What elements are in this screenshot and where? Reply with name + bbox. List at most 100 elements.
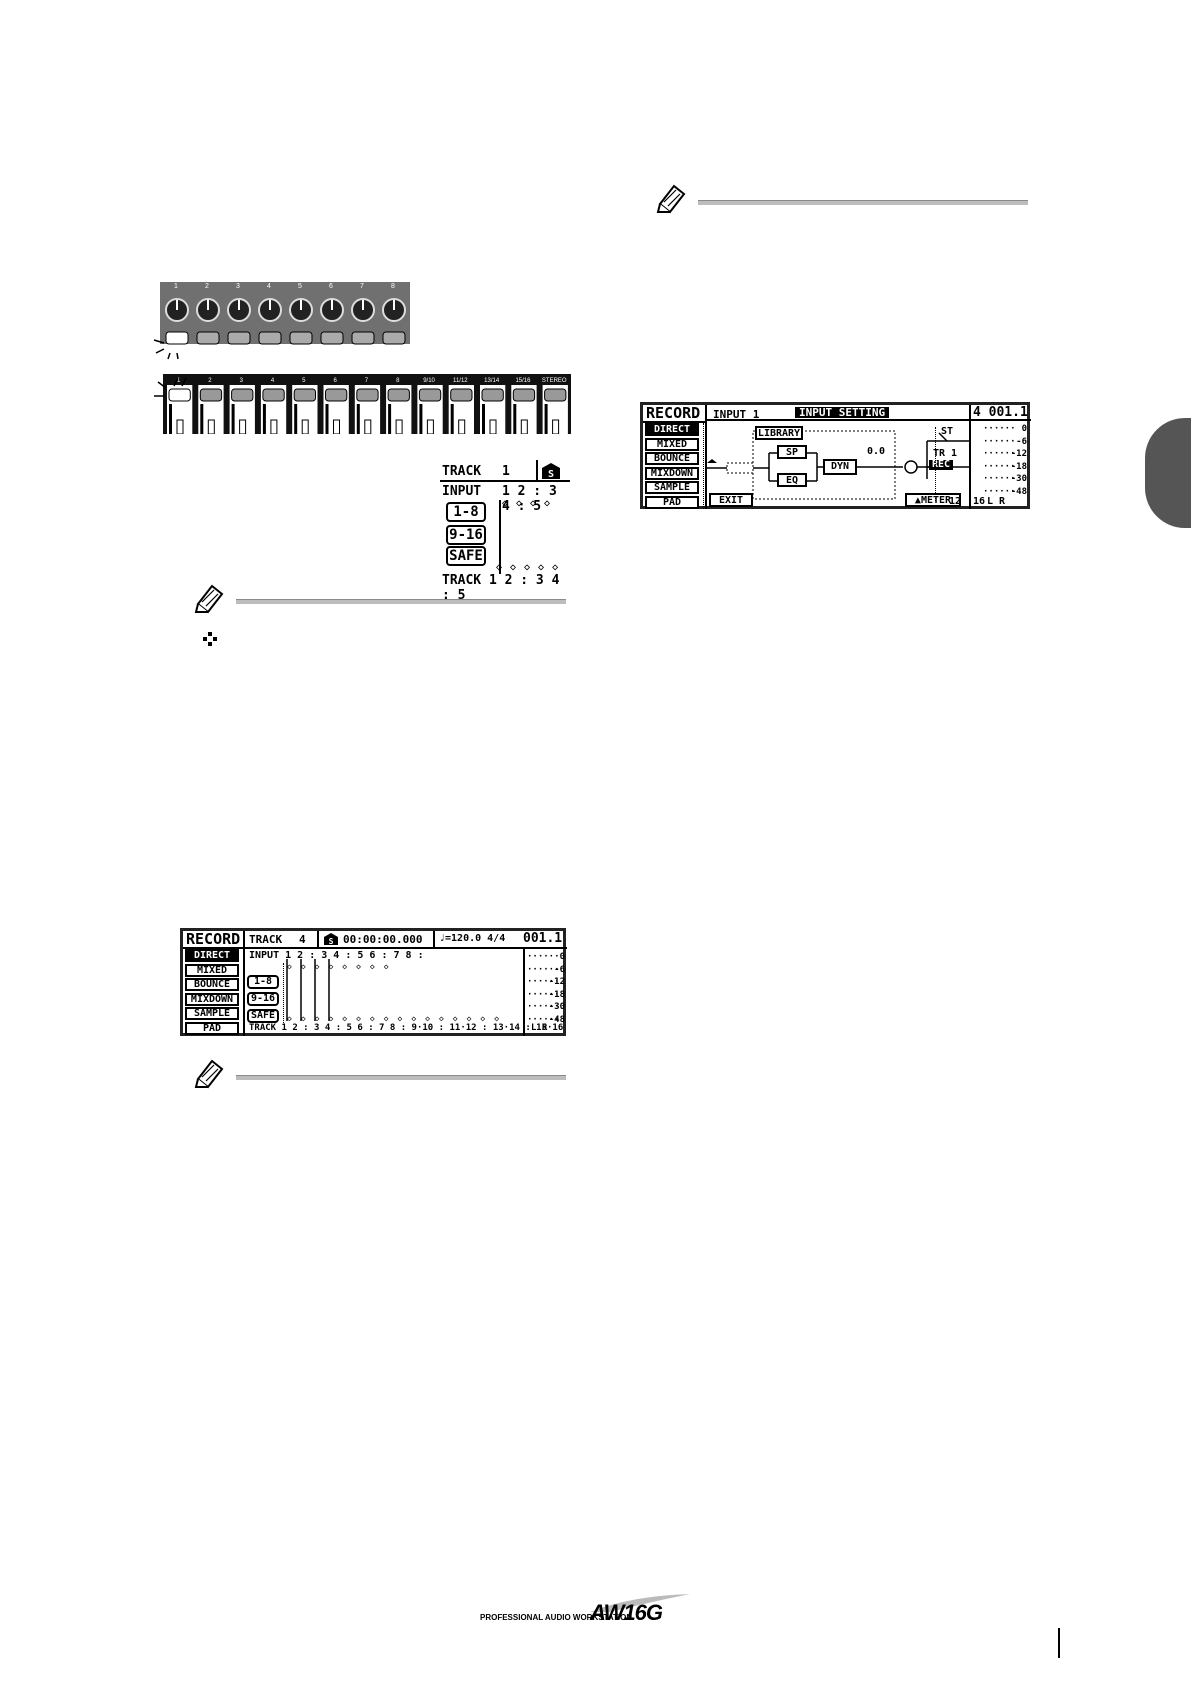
mode-menu-item[interactable]: MIXED bbox=[185, 963, 239, 977]
mode-menu-item[interactable]: PAD bbox=[185, 1021, 239, 1035]
track-select-button[interactable] bbox=[262, 388, 285, 402]
meter-scale-row: ······-12 bbox=[983, 450, 1029, 459]
track-label: 3 bbox=[240, 378, 244, 384]
fader-knob[interactable] bbox=[333, 419, 340, 435]
input-select-button[interactable] bbox=[258, 331, 282, 345]
track-select-button[interactable] bbox=[450, 388, 473, 402]
meter-scale-row: ······-18 bbox=[983, 461, 1029, 472]
fader-slot bbox=[169, 404, 172, 434]
page-edge-rule bbox=[1058, 1628, 1060, 1658]
track-label: 6 bbox=[333, 378, 337, 384]
track-select-button[interactable] bbox=[544, 388, 567, 402]
input-1-8-button[interactable]: 1-8 bbox=[446, 502, 486, 522]
library-button[interactable]: LIBRARY bbox=[755, 426, 803, 440]
input-select-button[interactable] bbox=[227, 331, 251, 345]
fader-knob[interactable] bbox=[395, 419, 403, 435]
input-1-8-button[interactable]: 1-8 bbox=[247, 975, 279, 989]
track-select-button[interactable] bbox=[199, 388, 223, 402]
mode-menu-item[interactable]: SAMPLE bbox=[185, 1007, 239, 1020]
meter-dots: ······ bbox=[527, 977, 560, 987]
fader-knob[interactable] bbox=[207, 419, 215, 435]
meter-button[interactable]: ▲METER bbox=[905, 493, 961, 507]
stereo-pan-button[interactable]: SP bbox=[777, 445, 807, 459]
track-dest-label: TR 1 bbox=[933, 448, 958, 459]
bar-counter: 4 001.1 bbox=[973, 405, 1028, 420]
meter-scale-value: -30 bbox=[548, 1002, 565, 1012]
mode-menu-item[interactable]: BOUNCE bbox=[645, 452, 699, 465]
patch-lines bbox=[286, 959, 330, 1021]
input-label: INPUT bbox=[442, 484, 482, 499]
track-label: 5 bbox=[302, 378, 306, 384]
input-9-16-button[interactable]: 9-16 bbox=[446, 525, 486, 545]
track-select-button[interactable] bbox=[168, 388, 191, 402]
fader-knob[interactable] bbox=[520, 419, 528, 435]
fader-knob[interactable] bbox=[270, 419, 278, 435]
fader-knob[interactable] bbox=[552, 419, 560, 435]
input-select-button[interactable] bbox=[382, 331, 406, 345]
track-select-button[interactable] bbox=[481, 388, 504, 402]
fader-slot bbox=[356, 404, 360, 434]
mode-menu-item[interactable]: MIXED bbox=[645, 437, 699, 451]
mode-menu-item[interactable]: MIXDOWN bbox=[185, 992, 239, 1006]
meter-dots: ······ bbox=[527, 1014, 560, 1025]
dynamics-button[interactable]: DYN bbox=[823, 459, 857, 475]
track-label: TRACK bbox=[249, 933, 283, 946]
mode-menu-item[interactable]: DIRECT bbox=[185, 949, 239, 962]
track-select-button[interactable] bbox=[387, 388, 410, 402]
channel-number: 4 bbox=[267, 283, 271, 290]
input-select-button[interactable] bbox=[196, 331, 220, 345]
track-select-button[interactable] bbox=[356, 388, 379, 402]
meter-scale-row: ······-30 bbox=[527, 1003, 567, 1012]
fader-knob[interactable] bbox=[458, 419, 466, 435]
track-port-markers: ◇◇◇◇◇ bbox=[496, 562, 567, 573]
eq-button[interactable]: EQ bbox=[777, 473, 807, 487]
track-label: 1 bbox=[177, 378, 181, 384]
fader-slot bbox=[200, 404, 204, 434]
track-label: STEREO bbox=[542, 378, 567, 384]
meter-scale-value: 0 bbox=[1021, 424, 1027, 434]
mode-menu-item[interactable]: DIRECT bbox=[645, 423, 699, 436]
channel-label-b: 16 bbox=[973, 496, 986, 507]
mode-menu-item[interactable]: PAD bbox=[645, 495, 699, 509]
bar-counter: 001.1 bbox=[523, 931, 563, 946]
input-select-button[interactable] bbox=[320, 331, 344, 345]
fader-knob[interactable] bbox=[239, 419, 247, 435]
svg-text:S: S bbox=[329, 937, 334, 946]
mode-menu-item[interactable]: BOUNCE bbox=[185, 978, 239, 991]
mode-menu-item[interactable]: MIXDOWN bbox=[645, 466, 699, 480]
meter-dots: ······ bbox=[527, 952, 560, 962]
safe-button[interactable]: SAFE bbox=[247, 1009, 279, 1023]
meter-dots: ······ bbox=[983, 461, 1016, 472]
track-label: 8 bbox=[396, 378, 400, 384]
track-select-button[interactable] bbox=[512, 388, 536, 402]
input-select-button[interactable] bbox=[351, 331, 375, 345]
channel-number: 6 bbox=[329, 283, 333, 290]
lcd-title: RECORD bbox=[186, 930, 241, 948]
track-select-button[interactable] bbox=[325, 388, 348, 402]
mode-menu-item[interactable]: SAMPLE bbox=[645, 481, 699, 494]
input-select-button[interactable] bbox=[165, 331, 189, 345]
input-9-16-button[interactable]: 9-16 bbox=[247, 992, 279, 1006]
fader-knob[interactable] bbox=[301, 419, 309, 435]
track-label: 2 bbox=[208, 378, 212, 384]
meter-scale-row: ······-18 bbox=[527, 990, 567, 1000]
track-row: TRACK 1 2 : 3 4 : 5 6 : 7 8 : 9·10 : 11·… bbox=[249, 1023, 564, 1033]
fader-knob[interactable] bbox=[364, 419, 372, 435]
input-select-button[interactable] bbox=[289, 331, 313, 345]
track-select-button[interactable] bbox=[293, 388, 316, 402]
solo-icon: S bbox=[542, 463, 560, 480]
note-pencil-icon bbox=[194, 1059, 224, 1089]
fader-knob[interactable] bbox=[489, 419, 497, 435]
track-select-button[interactable] bbox=[231, 388, 254, 402]
safe-button[interactable]: SAFE bbox=[446, 546, 486, 566]
input-numbers: 1 2 : 3 4 : 5 bbox=[502, 484, 557, 514]
up-arrow-icon: ▲ bbox=[914, 495, 921, 506]
exit-button[interactable]: EXIT bbox=[709, 493, 753, 507]
track-select-button[interactable] bbox=[418, 388, 442, 402]
fader-knob[interactable] bbox=[176, 419, 184, 435]
fader-knob[interactable] bbox=[426, 419, 434, 435]
meter-dots: ······ bbox=[983, 436, 1016, 447]
